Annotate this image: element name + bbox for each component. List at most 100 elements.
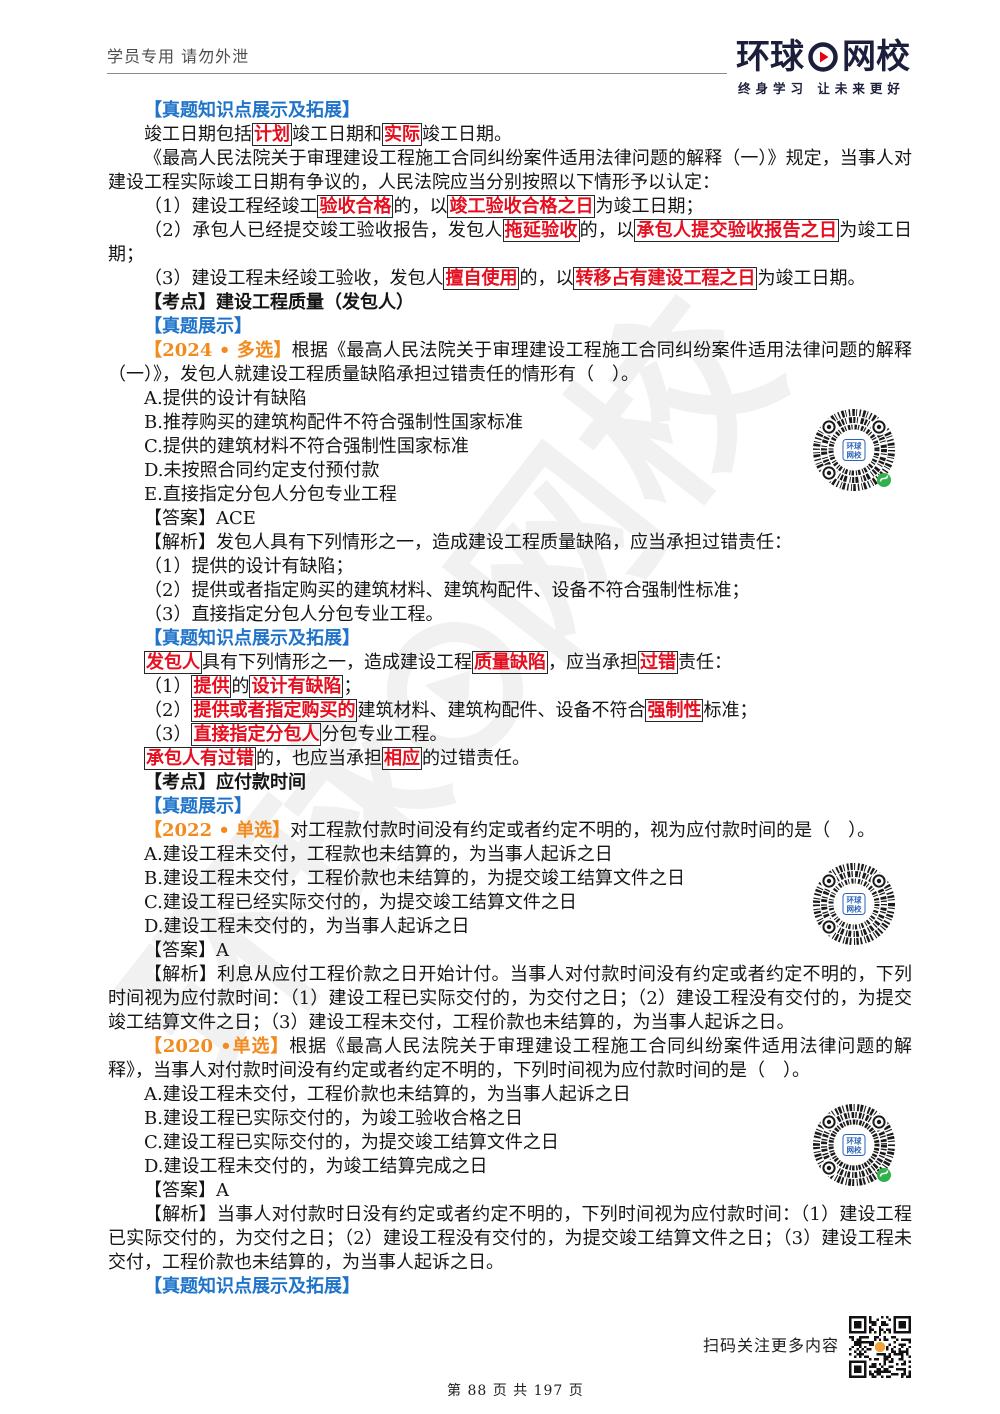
section-heading: 【真题知识点展示及拓展】: [108, 627, 912, 651]
question-text: 对工程款付款时间没有约定或者约定不明的，视为应付款时间的是（ ）。: [290, 820, 876, 841]
analysis-item: （2）提供或者指定购买的建筑材料、建筑构配件、设备不符合强制性标准；: [144, 580, 750, 601]
option: A.建设工程未交付，工程价款也未结算的，为当事人起诉之日: [144, 1084, 631, 1105]
text-run: 的，以: [579, 220, 635, 241]
text-run: （2）: [144, 700, 192, 721]
highlight-box: 计划: [252, 123, 292, 146]
brand-slogan: 终身学习 让未来更好: [738, 81, 905, 96]
paragraph: 《最高人民法院关于审理建设工程施工合同纠纷案件适用法律问题的解释（一）》规定，当…: [108, 148, 912, 193]
question: 【2022 • 单选】对工程款付款时间没有约定或者约定不明的，视为应付款时间的是…: [108, 819, 912, 843]
mini-program-code: 环球 网校: [812, 862, 896, 946]
highlight-box: 擅自使用: [443, 267, 520, 290]
highlight-box: 提供或者指定购买的: [191, 699, 358, 722]
option: D.建设工程未交付的，为当事人起诉之日: [144, 916, 470, 937]
heading-text: 【真题知识点展示及拓展】: [144, 1276, 360, 1297]
option: D.未按照合同约定支付预付款: [144, 460, 380, 481]
option: B.建设工程未交付，工程价款也未结算的，为提交竣工结算文件之日: [144, 868, 685, 889]
text-run: ；: [343, 676, 362, 697]
option: C.建设工程已实际交付的，为提交竣工结算文件之日: [144, 1132, 559, 1153]
question-text: 根据《最高人民法院关于审理建设工程施工合同纠纷案件适用法律问题的解释》，当事人对…: [108, 1036, 912, 1081]
option: C.提供的建筑材料不符合强制性国家标准: [144, 436, 469, 457]
qr-code-icon: 环球 网校: [813, 1104, 895, 1186]
question-tag: 【2022 • 单选】: [144, 820, 291, 841]
mini-program-code: 环球 网校: [812, 408, 896, 492]
question-text: 根据《最高人民法院关于审理建设工程施工合同纠纷案件适用法律问题的解释（一）》，发…: [108, 340, 912, 385]
qr-code-icon: [849, 1316, 911, 1378]
paragraph: 承包人有过错的，也应当承担相应的过错责任。: [108, 747, 912, 771]
section-heading: 【真题知识点展示及拓展】: [108, 1275, 912, 1299]
logo-play-icon: [808, 42, 838, 72]
question-tag: 【2024 • 多选】: [144, 340, 292, 361]
text-run: 责任：: [678, 652, 732, 673]
highlight-box: 转移占有建设工程之日: [573, 267, 758, 290]
text-run: 的: [231, 676, 250, 697]
analysis: 【解析】当事人对付款时日没有约定或者约定不明的，下列时间视为应付款时间：（1）建…: [108, 1204, 912, 1273]
heading-text: 【真题展示】: [144, 316, 252, 337]
text-run: （3）: [144, 724, 192, 745]
text-run: 标准；: [703, 700, 758, 721]
text-run: 的，以: [519, 268, 574, 289]
logo-text-right: 网校: [842, 37, 910, 77]
heading-text: 【真题展示】: [144, 796, 252, 817]
option: E.直接指定分包人分包专业工程: [144, 484, 397, 505]
highlight-box: 承包人有过错: [144, 747, 256, 770]
scan-prompt: 扫码关注更多内容: [703, 1336, 840, 1355]
footer-qr-code: [849, 1316, 911, 1378]
option: A.提供的设计有缺陷: [144, 388, 307, 409]
text-run: 具有下列情形之一，造成建设工程: [202, 652, 472, 673]
qr-center-text: 环球: [847, 441, 862, 451]
watermark-play-icon: [387, 622, 523, 758]
text-run: 的，也应当承担: [256, 748, 382, 769]
qr-center-text: 网校: [847, 1145, 862, 1155]
page-number: 第 88 页 共 197 页: [447, 1383, 584, 1399]
paragraph: （1）建设工程经竣工验收合格的，以竣工验收合格之日为竣工日期；: [108, 195, 912, 219]
text-run: 为竣工日期；: [108, 220, 913, 265]
highlight-box: 相应: [382, 747, 422, 770]
question: 【2020 •单选】根据《最高人民法院关于审理建设工程施工合同纠纷案件适用法律问…: [108, 1035, 912, 1083]
analysis: 【解析】发包人具有下列情形之一，造成建设工程质量缺陷，应当承担过错责任：: [144, 532, 792, 553]
analysis-item: （3）直接指定分包人分包专业工程。: [144, 604, 444, 625]
highlight-box: 质量缺陷: [472, 651, 548, 674]
question: 【2024 • 多选】根据《最高人民法院关于审理建设工程施工合同纠纷案件适用法律…: [108, 339, 912, 387]
text-run: 分包专业工程。: [321, 724, 448, 745]
text-run: 的，以: [393, 196, 448, 217]
qr-center-text: 网校: [847, 904, 862, 914]
highlight-box: 发包人: [144, 651, 202, 674]
header-notice: 学员专用 请勿外泄: [107, 47, 250, 66]
brand-logo: 环球 网校: [736, 36, 910, 78]
text-run: （1）: [144, 676, 192, 697]
option: C.建设工程已经实际交付的，为提交竣工结算文件之日: [144, 892, 577, 913]
answer: 【答案】A: [144, 940, 229, 961]
document-body: 【真题知识点展示及拓展】 竣工日期包括计划竣工日期和实际竣工日期。 《最高人民法…: [108, 99, 912, 1299]
qr-code-icon: 环球 网校: [813, 409, 895, 491]
text-run: ，应当承担: [548, 652, 638, 673]
highlight-box: 设计有缺陷: [249, 675, 344, 698]
text-run: （1）建设工程经竣工: [144, 196, 318, 217]
highlight-box: 拖延验收: [502, 219, 580, 242]
heading-text: 【真题知识点展示及拓展】: [144, 628, 360, 649]
highlight-box: 过错: [638, 651, 678, 674]
mini-program-code: 环球 网校: [812, 1103, 896, 1187]
section-heading: 【真题展示】: [108, 315, 912, 339]
highlight-box: 提供: [191, 675, 232, 698]
text-run: 建筑材料、建筑构配件、设备不符合: [357, 700, 646, 721]
qr-code-icon: 环球 网校: [813, 863, 895, 945]
topic-heading: 【考点】建设工程质量（发包人）: [144, 292, 414, 313]
topic-heading: 【考点】应付款时间: [144, 772, 306, 793]
option: D.建设工程未交付的，为竣工结算完成之日: [144, 1156, 488, 1177]
text-run: 竣工日期和: [292, 124, 382, 145]
qr-center-text: 环球: [847, 895, 862, 905]
text-run: 为竣工日期；: [595, 196, 704, 217]
qr-center-text: 网校: [847, 450, 862, 460]
paragraph: 发包人具有下列情形之一，造成建设工程质量缺陷，应当承担过错责任：: [108, 651, 912, 675]
heading-text: 【真题知识点展示及拓展】: [144, 100, 360, 121]
section-heading: 【真题知识点展示及拓展】: [108, 99, 912, 123]
paragraph: （3）建设工程未经竣工验收，发包人擅自使用的，以转移占有建设工程之日为竣工日期。: [108, 267, 912, 291]
question-tag: 【2020 •单选】: [144, 1036, 290, 1057]
highlight-box: 直接指定分包人: [191, 723, 322, 746]
qr-logo-dot: [874, 1341, 886, 1353]
qr-center-text: 环球: [847, 1136, 862, 1146]
text-run: 竣工日期。: [422, 124, 512, 145]
section-heading: 【真题展示】: [108, 795, 912, 819]
highlight-box: 竣工验收合格之日: [447, 195, 596, 218]
